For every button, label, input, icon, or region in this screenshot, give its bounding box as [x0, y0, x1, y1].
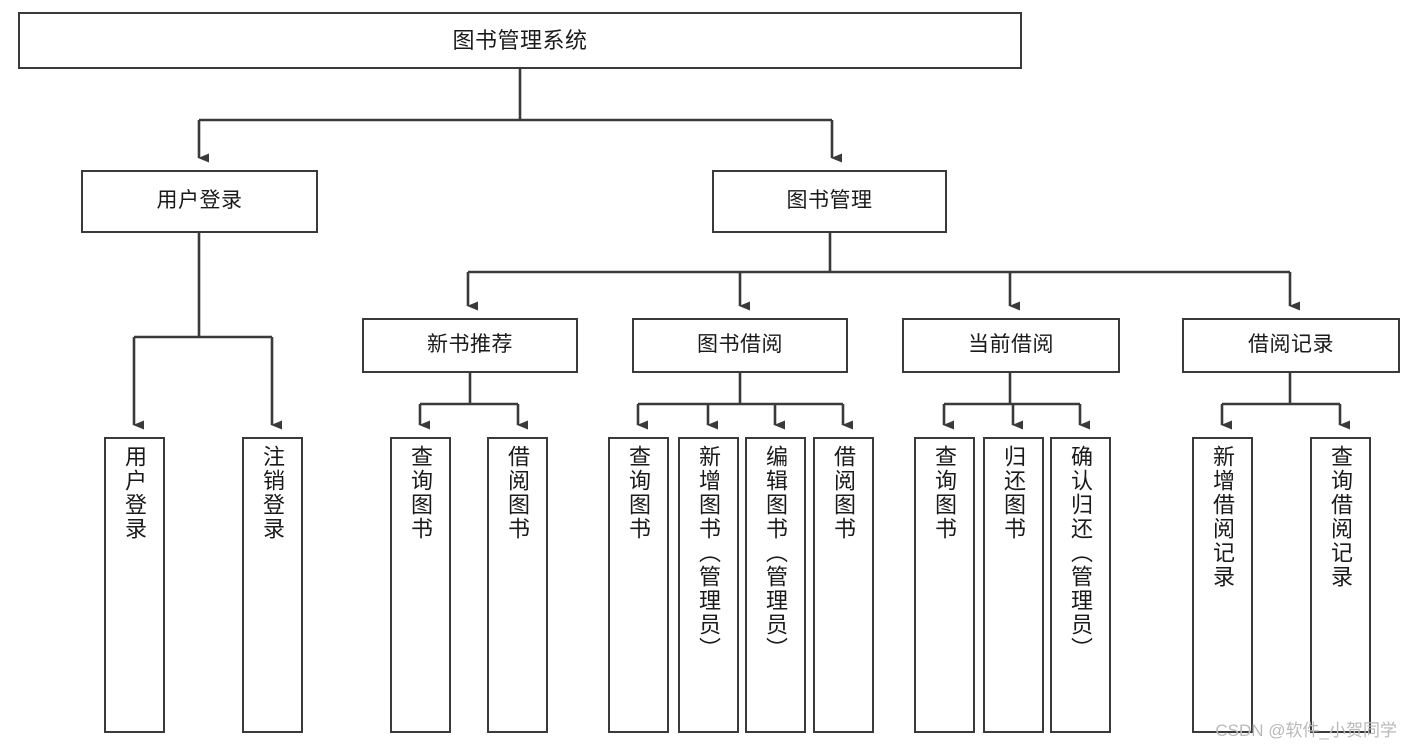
node-new-book-recommend[interactable]: 新书推荐: [362, 318, 578, 373]
node-leaf-query-book-3-label: 查询图书: [932, 445, 958, 541]
node-leaf-query-book-2[interactable]: 查询图书: [608, 437, 669, 733]
node-leaf-query-book-3[interactable]: 查询图书: [914, 437, 975, 733]
node-leaf-query-book-2-label: 查询图书: [626, 445, 652, 541]
node-book-borrow[interactable]: 图书借阅: [632, 318, 848, 373]
node-leaf-query-borrow-record[interactable]: 查询借阅记录: [1310, 437, 1371, 733]
node-leaf-return-book-label: 归还图书: [1001, 445, 1027, 541]
node-borrow-record-label: 借阅记录: [1248, 333, 1334, 357]
node-current-borrow[interactable]: 当前借阅: [902, 318, 1120, 373]
node-leaf-query-book-1[interactable]: 查询图书: [390, 437, 451, 733]
node-user-login-label: 用户登录: [156, 189, 243, 213]
node-leaf-borrow-book-2-label: 借阅图书: [831, 445, 857, 541]
node-leaf-user-login[interactable]: 用户登录: [104, 437, 165, 733]
node-current-borrow-label: 当前借阅: [968, 333, 1054, 357]
node-leaf-confirm-return-label: 确认归还（管理员）: [1068, 445, 1094, 661]
node-leaf-add-borrow-record-label: 新增借阅记录: [1210, 445, 1236, 589]
node-leaf-return-book[interactable]: 归还图书: [983, 437, 1044, 733]
node-leaf-confirm-return[interactable]: 确认归还（管理员）: [1050, 437, 1111, 733]
node-book-manage-label: 图书管理: [786, 189, 873, 213]
node-borrow-record[interactable]: 借阅记录: [1182, 318, 1400, 373]
node-leaf-add-borrow-record[interactable]: 新增借阅记录: [1192, 437, 1253, 733]
node-root[interactable]: 图书管理系统: [18, 12, 1022, 69]
node-root-label: 图书管理系统: [452, 27, 588, 53]
node-leaf-query-book-1-label: 查询图书: [408, 445, 434, 541]
node-book-borrow-label: 图书借阅: [697, 333, 783, 357]
node-leaf-borrow-book-2[interactable]: 借阅图书: [813, 437, 874, 733]
node-book-manage[interactable]: 图书管理: [712, 170, 947, 233]
node-leaf-logout-label: 注销登录: [260, 445, 286, 541]
node-leaf-query-borrow-record-label: 查询借阅记录: [1328, 445, 1354, 589]
node-leaf-borrow-book-1-label: 借阅图书: [505, 445, 531, 541]
node-user-login[interactable]: 用户登录: [81, 170, 318, 233]
node-leaf-user-login-label: 用户登录: [122, 445, 148, 541]
node-leaf-add-book-admin-label: 新增图书（管理员）: [696, 445, 722, 661]
node-leaf-borrow-book-1[interactable]: 借阅图书: [487, 437, 548, 733]
node-new-book-recommend-label: 新书推荐: [427, 333, 513, 357]
node-leaf-edit-book-admin-label: 编辑图书（管理员）: [763, 445, 789, 661]
node-leaf-add-book-admin[interactable]: 新增图书（管理员）: [678, 437, 739, 733]
node-leaf-edit-book-admin[interactable]: 编辑图书（管理员）: [745, 437, 806, 733]
csdn-watermark: CSDN @软件_小贺同学: [1215, 721, 1397, 740]
node-leaf-logout[interactable]: 注销登录: [242, 437, 303, 733]
